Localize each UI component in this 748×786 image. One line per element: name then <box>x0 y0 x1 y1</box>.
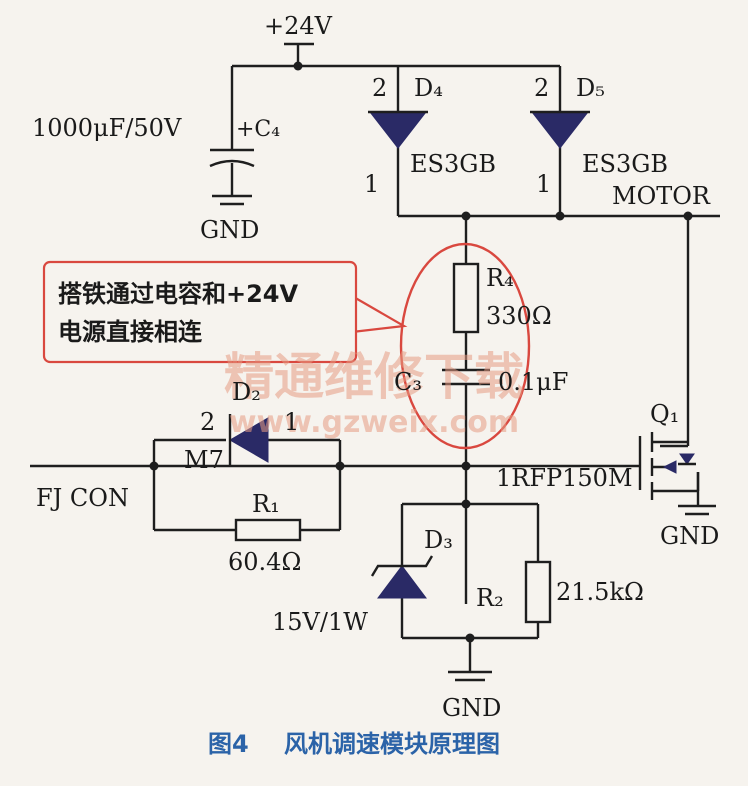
r4-ref-label: R₄ <box>486 264 514 292</box>
d5-pin-bottom: 1 <box>536 170 551 198</box>
callout-line-1: 搭铁通过电容和+24V <box>58 280 299 308</box>
diode-d4-symbol <box>368 110 428 149</box>
supply-label: +24V <box>264 12 333 40</box>
d4-pin-bottom: 1 <box>364 170 379 198</box>
zener-d3-symbol <box>370 555 434 599</box>
input-label: FJ CON <box>36 484 129 512</box>
r1-value-label: 60.4Ω <box>228 548 301 576</box>
capacitor-c4-symbol <box>209 148 255 168</box>
d4-part-label: ES3GB <box>410 150 496 178</box>
r2-ref-label: R₂ <box>476 584 504 612</box>
d3-ref-label: D₃ <box>424 526 453 554</box>
gnd-label-bottom: GND <box>442 694 501 722</box>
d2-ref-label: D₂ <box>232 378 261 406</box>
diode-d2-symbol <box>228 414 269 466</box>
resistor-r2-symbol <box>524 560 552 624</box>
r4-value-label: 330Ω <box>486 302 552 330</box>
d2-pin-left: 2 <box>200 408 215 436</box>
callout-line-2: 电源直接相连 <box>58 318 203 346</box>
c3-value-label: 0.1μF <box>498 368 568 396</box>
d5-ref-label: D₅ <box>576 74 605 102</box>
callout-box <box>42 260 358 364</box>
d4-pin-top: 2 <box>372 74 387 102</box>
gnd-label-c4: GND <box>200 216 259 244</box>
resistor-r1-symbol <box>234 518 302 542</box>
gnd-label-q1: GND <box>660 522 719 550</box>
resistor-r4-symbol <box>452 262 480 334</box>
figure-number: 图4 <box>208 730 249 758</box>
highlight-ellipse <box>399 242 531 450</box>
diode-d5-symbol <box>530 110 590 149</box>
q1-ref-label: Q₁ <box>650 400 679 428</box>
d2-pin-right: 1 <box>284 408 299 436</box>
mosfet-q1-symbol <box>638 432 700 500</box>
capacitor-c3-symbol <box>442 368 490 386</box>
c3-ref-label: C₃ <box>394 368 422 396</box>
d3-value-label: 15V/1W <box>272 608 368 636</box>
c4-value-label: 1000μF/50V <box>32 114 182 142</box>
wires <box>30 42 720 682</box>
r2-value-label: 21.5kΩ <box>556 578 644 606</box>
watermark-title: 精通维修下载 <box>224 348 524 406</box>
c4-ref-label: +C₄ <box>236 117 280 142</box>
q1-part-label: 1RFP150M <box>496 464 633 492</box>
junctions <box>149 61 693 643</box>
d5-pin-top: 2 <box>534 74 549 102</box>
motor-label: MOTOR <box>612 182 711 210</box>
d4-ref-label: D₄ <box>414 74 443 102</box>
d5-part-label: ES3GB <box>582 150 668 178</box>
r1-ref-label: R₁ <box>252 490 280 518</box>
d2-part-label: M7 <box>184 446 224 474</box>
watermark-url: www.gzweix.com <box>229 405 519 440</box>
callout-pointer <box>351 295 408 334</box>
figure-title: 风机调速模块原理图 <box>284 730 500 758</box>
